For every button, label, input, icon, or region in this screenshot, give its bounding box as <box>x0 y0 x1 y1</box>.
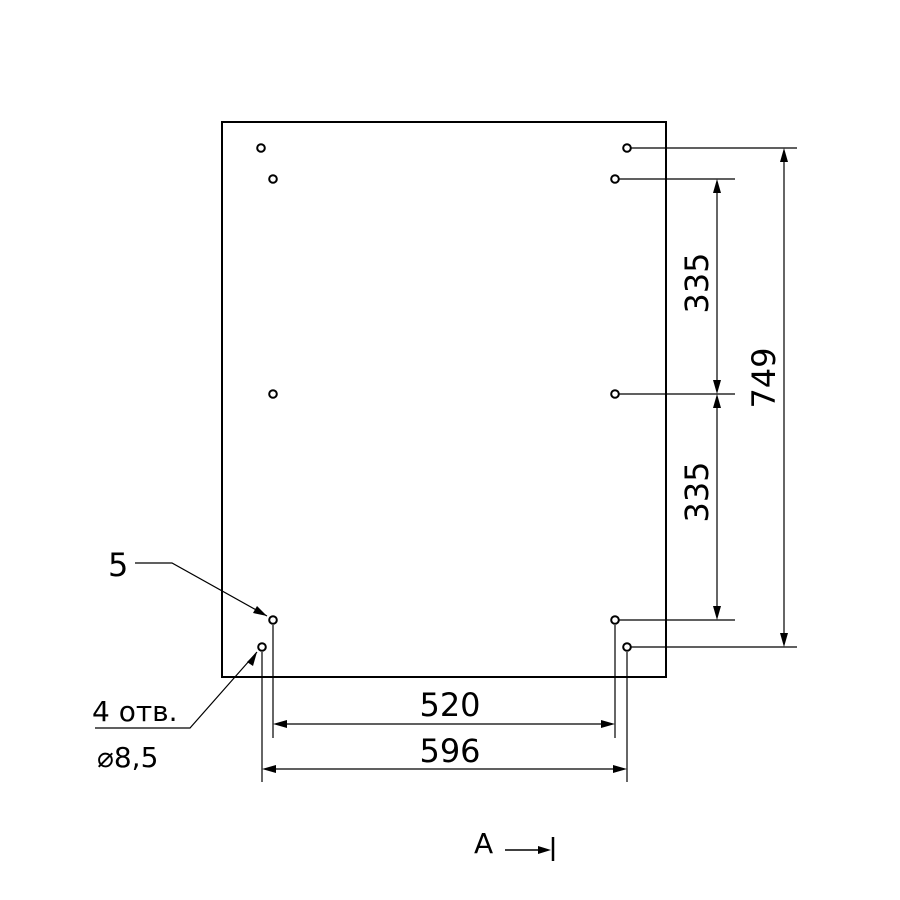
holes <box>256 143 632 652</box>
leader-item-5 <box>135 562 268 617</box>
callout-hole-diameter: ⌀8,5 <box>97 741 158 774</box>
arrow-596-right <box>613 765 627 773</box>
leader-arrow-item-5 <box>253 606 267 616</box>
hole-mount-bottom-left <box>257 642 267 652</box>
leader-hole-spec <box>95 651 258 729</box>
arrow-520-left <box>273 720 287 728</box>
dim-label-749: 749 <box>745 347 783 408</box>
leader-arrow-hole <box>247 652 257 666</box>
hole-inner-middle-right <box>610 389 620 399</box>
arrow-335u-bottom <box>713 380 721 394</box>
arrow-596-left <box>262 765 276 773</box>
hole-inner-top-right <box>610 174 620 184</box>
hole-mount-bottom-right <box>622 642 632 652</box>
hole-inner-bottom-right <box>610 615 620 625</box>
arrowheads <box>262 148 788 773</box>
view-direction-marker: А <box>474 827 555 861</box>
arrow-749-bottom <box>780 633 788 647</box>
hole-inner-top-left <box>268 174 278 184</box>
dim-label-upper-335: 335 <box>678 252 716 313</box>
view-marker-arrowhead <box>538 846 551 854</box>
dim-label-596: 596 <box>419 732 480 770</box>
dimension-lines <box>265 151 785 770</box>
leader-lines <box>95 562 268 729</box>
arrow-335u-top <box>713 179 721 193</box>
arrow-749-top <box>780 148 788 162</box>
hole-inner-middle-left <box>268 389 278 399</box>
hole-mount-top-right <box>622 143 632 153</box>
callout-item-number: 5 <box>108 546 128 584</box>
hole-inner-bottom-left <box>268 615 278 625</box>
plate-outline <box>221 121 667 678</box>
arrow-335l-top <box>713 394 721 408</box>
arrow-520-right <box>601 720 615 728</box>
extension-lines-horizontal <box>619 147 797 648</box>
dim-label-lower-335: 335 <box>678 461 716 522</box>
leader-arrowheads <box>247 606 267 666</box>
callout-hole-count: 4 отв. <box>92 695 178 728</box>
extension-lines-vertical <box>261 625 628 782</box>
hole-mount-top-left <box>256 143 266 153</box>
view-marker-label: А <box>474 827 493 860</box>
dim-label-520: 520 <box>419 686 480 724</box>
arrow-335l-bottom <box>713 606 721 620</box>
